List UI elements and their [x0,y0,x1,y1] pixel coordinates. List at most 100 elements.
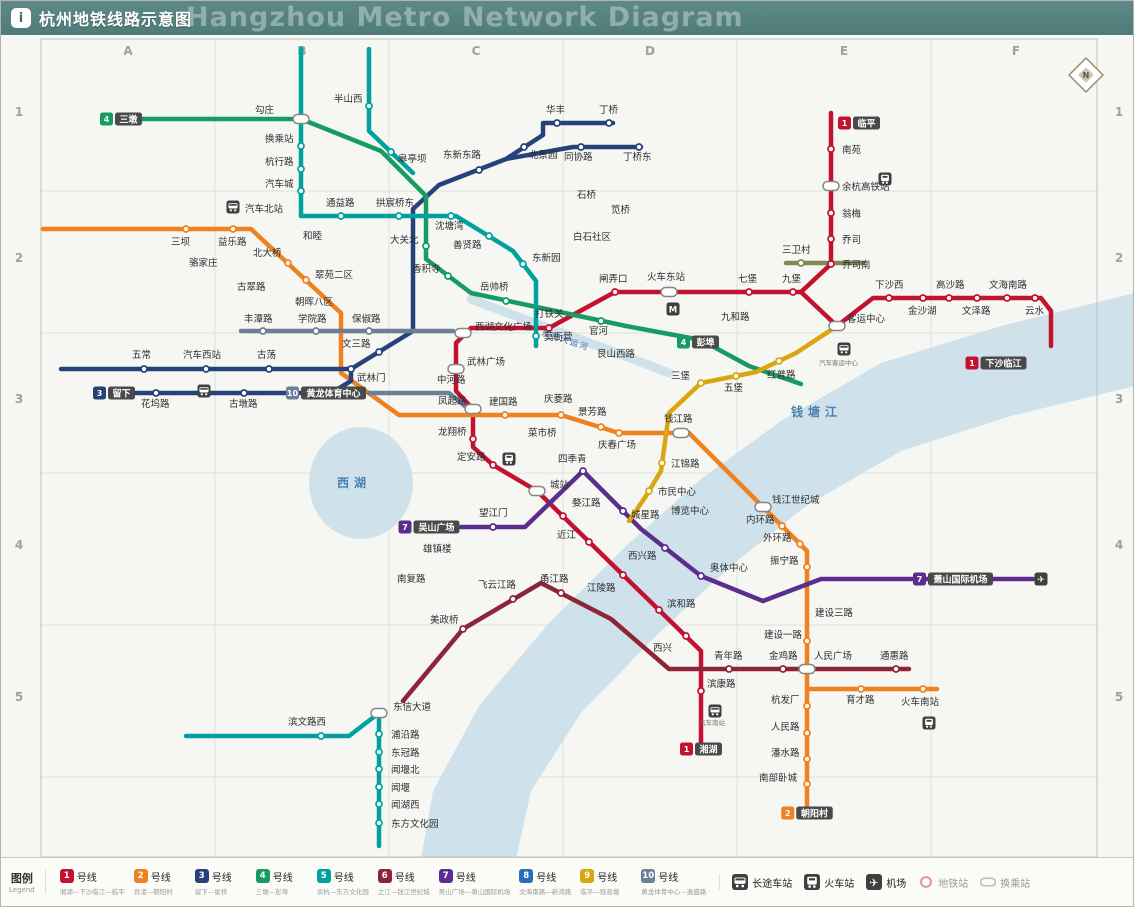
station-label: 闻堰北 [391,765,420,776]
legend-line-desc: 黄龙体育中心—逸盛路 [641,887,707,896]
station-label: 丁桥 [599,104,619,116]
station-label: 古荡 [257,349,276,361]
station-label: 人民路 [771,721,800,733]
station-icon [920,876,933,888]
station-dot [1031,294,1039,302]
station-label: 景芳路 [578,406,607,418]
interchange-marker [754,501,772,513]
interchange-marker [828,320,846,332]
station-dot [485,232,493,240]
station-dot [375,783,383,791]
station-label: 官河 [589,325,609,337]
station-dot [611,288,619,296]
badge-line-number: 7 [917,575,923,584]
legend-line-name: 号线 [658,872,679,884]
station-label: 火车南站 [901,696,940,708]
badge-station-name: 下沙临江 [985,357,1021,369]
station-icon [920,876,933,888]
legend-line-number: 4 [255,869,270,883]
grid-row-label: 1 [15,105,23,119]
station-label: 近江 [557,529,577,541]
station-label: 龙翔桥 [438,426,467,438]
legend-line-name: 号线 [150,872,171,884]
station-dot [697,572,705,580]
station-dot [532,332,540,340]
grid-row-label: 5 [15,690,23,704]
grid-row-label: 3 [1115,392,1123,406]
qiantang-river [421,293,1133,859]
station-label: 善贤路 [453,239,482,251]
station-label: 青年路 [714,650,743,662]
water-label: 西湖 [337,475,371,490]
station-label: 丰潭路 [244,313,273,325]
badge-station-name: 朝阳村 [801,807,828,819]
legend-facility-items: 长途车站火车站✈机场地铁站换乘站 [719,874,1030,890]
station-dot [297,142,305,150]
station-dot [577,143,585,151]
station-label: 通惠路 [880,650,909,662]
grid-col-label: D [645,44,655,58]
station-label: 拱宸桥东 [376,197,414,209]
station-label: 皋亭坝 [398,153,427,165]
station-label: 内环路 [746,514,775,526]
station-label: 南部卧城 [759,772,798,784]
station-label: 古翠路 [237,281,266,293]
grid-col-label: C [472,44,481,58]
station-dot [475,166,483,174]
station-label: 凤起路 [438,395,467,407]
station-dot [597,423,605,431]
water-label: 钱塘江 [791,404,842,419]
station-label: 学院路 [298,313,327,325]
metro-icon: M [666,302,680,316]
station-label: 和睦 [303,230,323,242]
station-dot [152,389,160,397]
station-label: 香积寺 [412,263,441,275]
badge-station-name: 湘湖 [699,743,717,755]
legend-line-name: 号线 [536,872,557,884]
legend-line-number: 5 [316,869,331,883]
legend-line-desc: 留下—星桥 [194,887,228,896]
info-icon[interactable]: i [11,8,31,28]
station-label: 文海南路 [989,279,1028,291]
train-icon [502,452,516,466]
svg-text:✈: ✈ [870,876,879,889]
legend-title: 图例 [10,872,33,885]
station-label: 北景园 [529,150,558,161]
station-dot [375,800,383,808]
station-dot [140,365,148,373]
station-label: 红普路 [767,369,796,381]
station-dot [789,288,797,296]
station-label: 望江门 [479,507,508,519]
station-dot [297,165,305,173]
station-dot [375,748,383,756]
interchange-marker [528,485,546,497]
station-dot [229,225,237,233]
station-label: 九堡 [782,273,802,285]
metro-line-line1 [453,289,1054,752]
station-label: 北大桥 [253,247,282,259]
badge-line-number: 2 [785,809,791,818]
station-dot [973,294,981,302]
station-dot [661,544,669,552]
station-label: 江锦路 [671,458,700,470]
station-label: 博览中心 [671,505,710,517]
legend-title-en: Legend [9,886,35,894]
interchange-marker [447,363,465,375]
badge-station-name: 吴山广场 [418,521,454,533]
interchange-marker [798,663,816,675]
station-label: 武林广场 [467,356,505,368]
badge-station-name: 留下 [112,387,130,399]
station-label: 笕桥 [611,204,631,216]
station-label: 江陵路 [587,582,616,594]
metro-line-line5 [366,46,416,176]
station-dot [182,225,190,233]
station-dot [284,259,292,267]
station-dot [803,729,811,737]
station-label: 打铁关 [535,308,564,320]
station-label: 汽车城 [265,178,294,190]
station-label: 七堡 [738,273,758,285]
